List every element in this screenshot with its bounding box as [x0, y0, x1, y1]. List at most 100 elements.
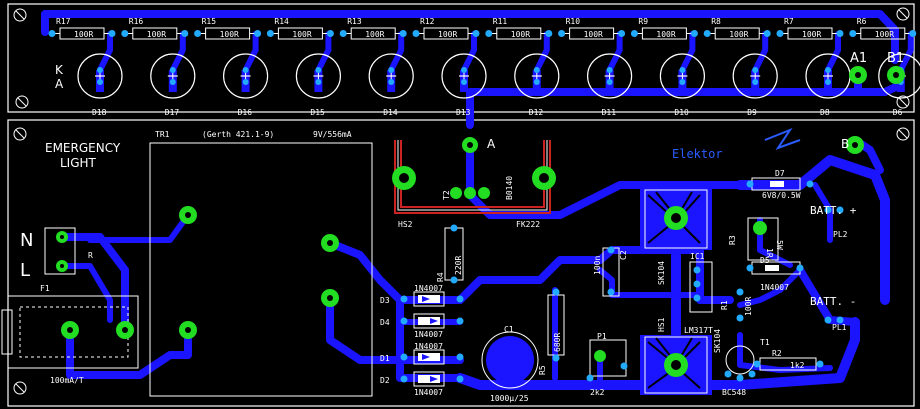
led-outline: [732, 53, 778, 99]
r3-label: R3: [728, 235, 737, 245]
led-pad: [825, 67, 831, 73]
led-trace: [825, 31, 841, 73]
p1-value: 2k2: [590, 388, 605, 397]
tr1-label: TR1: [155, 130, 170, 139]
resistor-pad: [326, 30, 334, 37]
connector-b1-label: B1: [887, 51, 904, 66]
fuse-f1-label: F1: [40, 284, 50, 293]
resistor-value: 100R: [438, 30, 457, 39]
led-pad: [533, 79, 540, 85]
led-label: D18: [92, 108, 107, 117]
hs2-label: HS2: [398, 220, 413, 229]
title-line-2: LIGHT: [60, 156, 97, 170]
copyright-label: Elektor: [672, 147, 723, 161]
batt-plus-label: BATT. +: [810, 204, 857, 217]
led-pad: [533, 67, 540, 73]
led-label: D17: [165, 108, 180, 117]
led-label: D16: [238, 108, 253, 117]
mains-r-label: R: [88, 251, 93, 260]
resistor-ref: R10: [566, 17, 581, 26]
resistor-ref: R14: [274, 17, 289, 26]
mains-connector-outline: [44, 227, 76, 275]
title-line-1: EMERGENCY: [45, 141, 121, 155]
resistor-ref: R15: [202, 17, 217, 26]
led-pad: [315, 67, 322, 73]
resistor-pad: [485, 30, 493, 37]
resistor-value: 100R: [292, 30, 311, 39]
resistor-ref: R11: [493, 17, 508, 26]
transformer-part: (Gerth 421.1-9): [202, 130, 274, 139]
resistor-ref: R13: [347, 17, 362, 26]
resistor-value: 100R: [511, 30, 530, 39]
resistor-ref: R6: [857, 17, 867, 26]
resistor-pad: [909, 30, 917, 37]
resistor-value: 100R: [365, 30, 384, 39]
hs1-label: HS1: [657, 317, 666, 332]
led-trace: [242, 31, 259, 73]
led-label: D6: [893, 108, 903, 117]
fuse-value-label: 100mA/T: [50, 376, 84, 385]
led-pad: [461, 67, 467, 73]
led-label: D8: [820, 108, 830, 117]
led-trace: [752, 31, 769, 73]
led-outline: [659, 53, 706, 99]
connector-a1-label: A1: [850, 51, 867, 66]
led-outline: [150, 53, 196, 99]
led-pad: [169, 79, 176, 85]
fk222-label: FK222: [516, 220, 540, 229]
led-pad: [606, 67, 613, 73]
bottom-board-outline: [7, 119, 915, 407]
led-trace: [679, 31, 696, 73]
pad-holes: [60, 72, 899, 370]
led-trace: [897, 31, 914, 73]
r5-value: 680R: [553, 333, 562, 352]
resistor-pad: [703, 30, 711, 37]
r2-value: 1k2: [790, 361, 805, 370]
led-outline: [368, 53, 414, 99]
d5-label: D5: [760, 256, 770, 265]
d4-value: 1N4007: [414, 330, 443, 339]
pads-small: [400, 180, 844, 383]
led-pad: [97, 79, 103, 85]
resistor-pad: [108, 30, 116, 37]
resistor-value: 100R: [875, 30, 894, 39]
led-outline: [77, 53, 123, 99]
led-trace: [606, 31, 623, 73]
pl2-label: PL2: [833, 230, 848, 239]
resistor-pad: [254, 30, 262, 37]
led-label: D9: [747, 108, 757, 117]
resistor-pad: [399, 30, 407, 37]
led-trace: [97, 31, 113, 73]
resistor-pad: [266, 30, 274, 37]
led-trace: [315, 31, 332, 73]
led-trace: [169, 31, 186, 73]
led-pad: [752, 67, 759, 73]
resistor-value: 100R: [802, 30, 821, 39]
led-pad: [606, 79, 613, 85]
batt-minus-label: BATT. -: [810, 295, 856, 308]
t2-label: T2: [442, 190, 451, 200]
led-pad: [315, 79, 322, 85]
c1-value: 1000µ/25: [490, 394, 529, 403]
led-label: D10: [674, 108, 689, 117]
resistor-ref: R16: [129, 17, 144, 26]
resistor-pad: [339, 30, 347, 37]
resistor-pad: [181, 30, 189, 37]
led-outline: [223, 53, 269, 99]
resistor-pad: [836, 30, 844, 37]
r4-label: R4: [436, 272, 445, 282]
silkscreen-outlines: [1, 142, 817, 397]
diode-marks: [422, 296, 438, 382]
d1-label: D1: [380, 354, 390, 363]
d7-label: D7: [775, 169, 785, 178]
led-outline: [586, 53, 633, 99]
led-trace: [533, 31, 550, 73]
resistor-pad: [121, 30, 129, 37]
publisher-logo: [764, 127, 801, 150]
d3-value: 1N4007: [414, 284, 443, 293]
ic1-label: IC1: [690, 252, 705, 261]
pl1-label: PL1: [832, 323, 847, 332]
led-label: D15: [310, 108, 325, 117]
led-label: D12: [529, 108, 544, 117]
